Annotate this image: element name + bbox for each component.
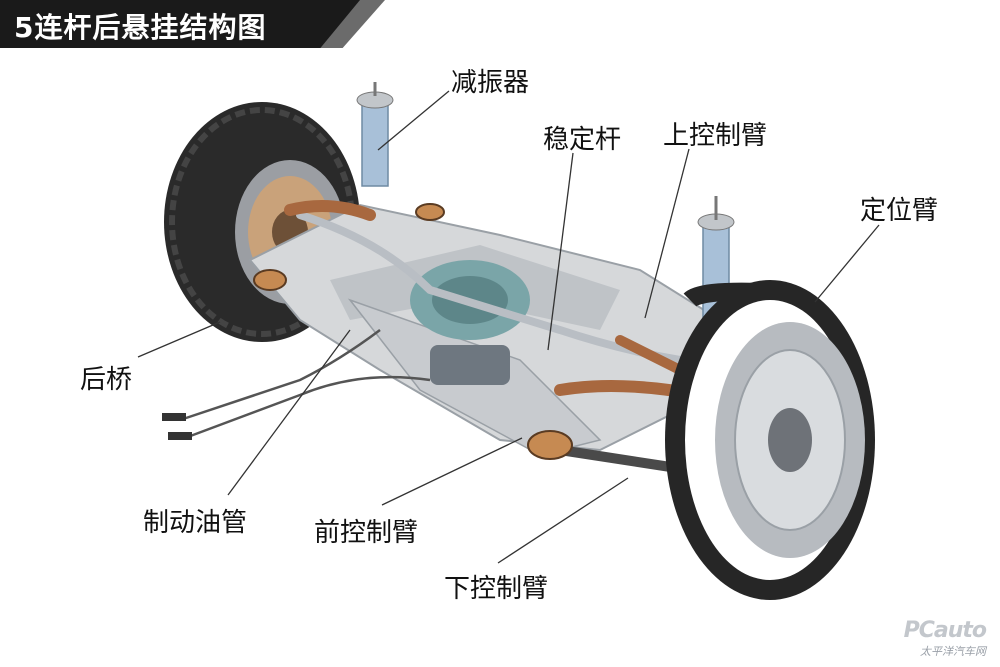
label-shock-absorber: 减振器 bbox=[451, 68, 530, 98]
label-brake-line: 制动油管 bbox=[143, 508, 248, 538]
leader-lines bbox=[137, 90, 880, 564]
label-upper-control-arm: 上控制臂 bbox=[663, 121, 768, 151]
label-stabilizer-bar: 稳定杆 bbox=[543, 125, 622, 155]
label-front-control-arm: 前控制臂 bbox=[314, 518, 419, 548]
right-wheel bbox=[665, 280, 875, 600]
watermark-text: 太平洋汽车网 bbox=[920, 645, 986, 658]
diagram-title: 5连杆后悬挂结构图 bbox=[14, 11, 267, 44]
watermark: PCauto 太平洋汽车网 bbox=[903, 618, 987, 659]
left-shock-absorber bbox=[356, 82, 394, 187]
label-lower-control-arm: 下控制臂 bbox=[444, 574, 549, 604]
bushings bbox=[253, 203, 573, 460]
label-locating-arm: 定位臂 bbox=[860, 196, 939, 226]
brake-lines bbox=[162, 328, 431, 440]
title-bar bbox=[0, 0, 360, 48]
label-rear-axle: 后桥 bbox=[80, 365, 133, 395]
watermark-logo: PCauto bbox=[903, 618, 987, 643]
